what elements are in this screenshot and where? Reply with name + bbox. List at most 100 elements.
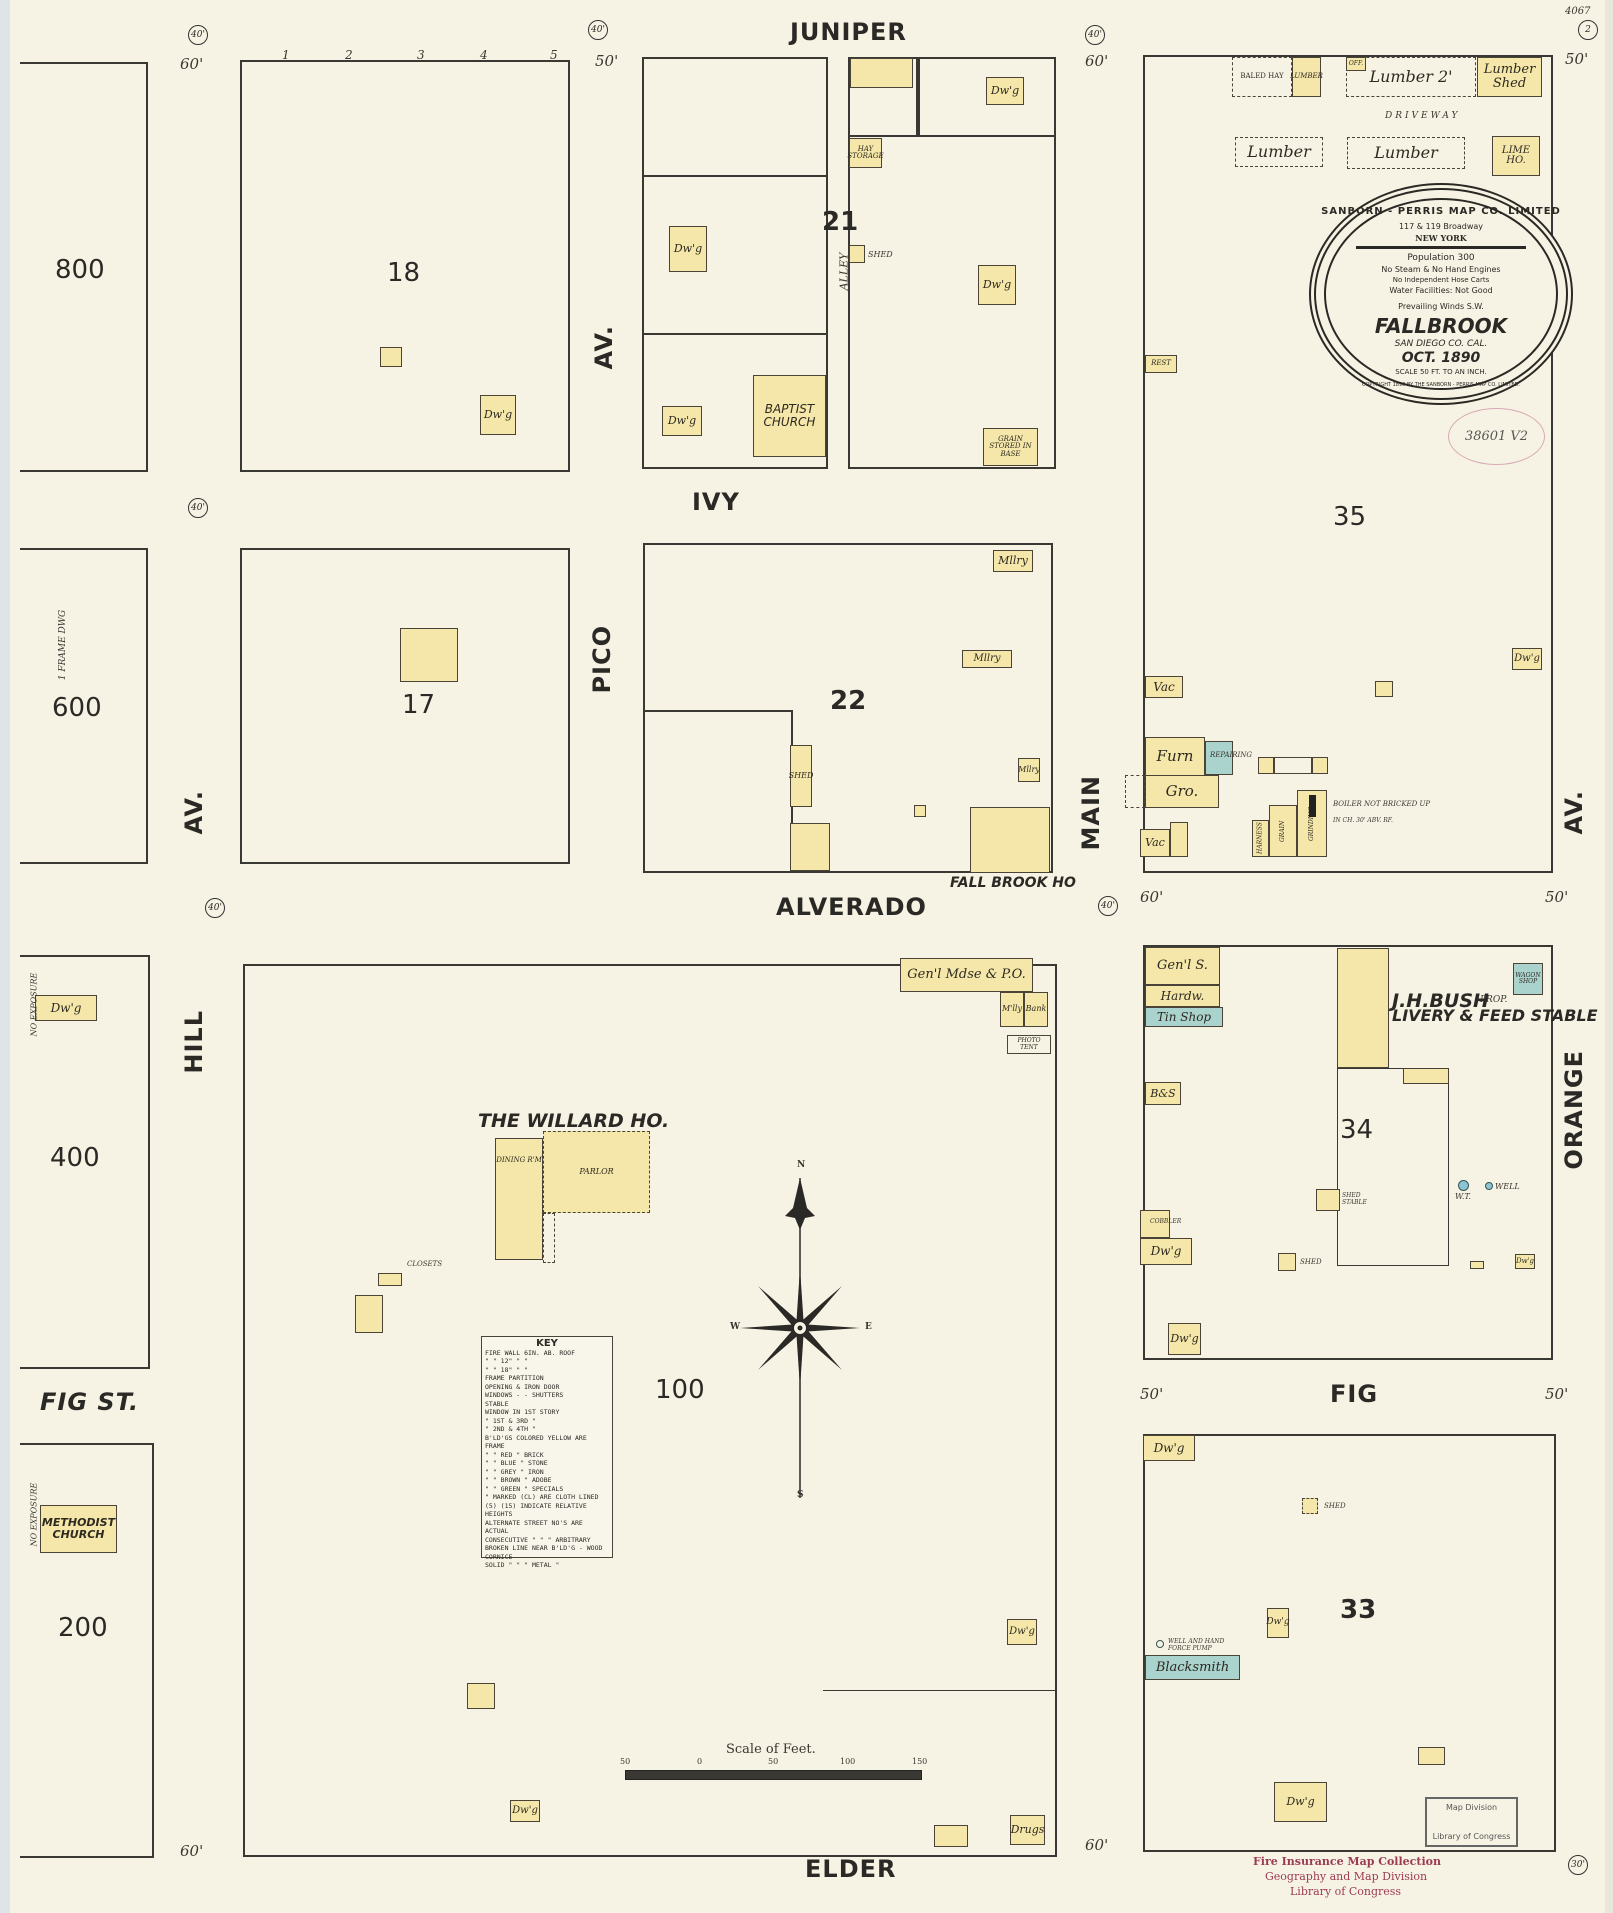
building-lumber-yard: Lumber (1235, 137, 1323, 167)
building-grain: GRAIN (1269, 805, 1297, 857)
copyright: COPYRIGHT 1890 BY THE SANBORN - PERRIS M… (1362, 382, 1520, 388)
block-number: 18 (387, 258, 421, 288)
loc-stamp-line1: Fire Insurance Map Collection (1253, 1855, 1441, 1868)
water-facilities: Water Facilities: Not Good (1389, 286, 1493, 295)
closets-label: CLOSETS (407, 1260, 443, 1268)
compass-east: E (865, 1322, 872, 1332)
publisher-city: NEW YORK (1415, 233, 1467, 243)
engines: No Steam & No Hand Engines (1381, 265, 1501, 274)
block-number: 200 (58, 1613, 108, 1643)
key-line: " 1ST & 3RD " (485, 1416, 536, 1425)
building-vacant: Vac (1140, 829, 1170, 857)
shed-label: SHED (1300, 1258, 1322, 1266)
building-tin-shop: Tin Shop (1145, 1007, 1223, 1027)
block-number: 400 (50, 1143, 100, 1173)
building-dwelling: Mllry (1018, 758, 1040, 782)
street-width: 50' (595, 52, 619, 70)
key-line: WINDOW IN 1ST STORY (485, 1408, 560, 1416)
stamp-bottom: Library of Congress (1432, 1832, 1511, 1841)
street-width: 50' (1565, 50, 1589, 68)
county: SAN DIEGO CO. CAL. (1394, 339, 1488, 349)
street-fig-st: FIG ST. (40, 1388, 140, 1416)
building-vacant: Vac (1145, 676, 1183, 698)
divider (1356, 246, 1526, 249)
building-bank: Bank (1024, 992, 1048, 1027)
building-barber-shop: B&S (1145, 1082, 1181, 1105)
key-line: ALTERNATE STREET NO'S ARE ACTUAL (485, 1518, 583, 1536)
key-line: B'LD'GS COLORED YELLOW ARE FRAME (485, 1433, 587, 1451)
building-harness: HARNESS (1252, 820, 1269, 857)
building-stable (850, 58, 913, 88)
prevailing-winds: Prevailing Winds S.W. (1398, 302, 1484, 311)
compass-south: S (797, 1490, 804, 1500)
street-fig: FIG (1330, 1380, 1379, 1408)
block-18 (240, 60, 570, 472)
building-shed (1403, 1068, 1449, 1084)
shed-label: SHED (868, 250, 893, 259)
lot-divider (848, 57, 918, 137)
street-elder: ELDER (805, 1855, 897, 1883)
block-33 (1143, 1434, 1556, 1852)
building-repairing (1205, 741, 1233, 775)
building-outbuilding (1375, 681, 1393, 697)
town-name: FALLBROOK (1374, 314, 1508, 338)
key-line: FRAME PARTITION (485, 1374, 544, 1382)
building-lumber-yard: Lumber (1347, 137, 1465, 169)
building-stable (1418, 1747, 1445, 1765)
key-line: BROKEN LINE NEAR B'LD'G - WOOD CORNICE (485, 1544, 603, 1561)
building-hay-storage: HAY STORAGE (847, 138, 884, 168)
building-dwelling: Dw'g (480, 395, 516, 435)
building-stable (355, 1295, 383, 1333)
building-willard-porch (543, 1213, 555, 1263)
map-key: KEY FIRE WALL 6IN. AB. ROOF " " 12" " " … (481, 1336, 613, 1569)
building-dwelling: Dw'g (1512, 648, 1542, 670)
building-shed (1312, 757, 1328, 774)
key-line: FIRE WALL 6IN. AB. ROOF (485, 1348, 576, 1357)
key-line: " " 18" " " (485, 1365, 529, 1374)
repairing-label: REPAIRING (1210, 751, 1253, 759)
building-dwelling: Dw'g (1140, 1238, 1192, 1265)
block-100 (243, 964, 1057, 1857)
lot-divider (642, 175, 828, 335)
well-icon (1485, 1182, 1493, 1190)
stamp-top: Map Division (1445, 1803, 1498, 1812)
block-number: 17 (402, 690, 436, 720)
building-outbuilding (380, 347, 402, 367)
street-width-circled: 40' (1085, 25, 1105, 45)
driveway-label: DRIVEWAY (1385, 111, 1461, 121)
building-grocery: Gro. (1145, 775, 1219, 808)
block-number: 100 (655, 1375, 705, 1405)
building-shed: SHED (789, 745, 813, 807)
livery-yard (1337, 1068, 1449, 1266)
building-shed (1278, 1253, 1296, 1271)
hose-carts: No Independent Hose Carts (1392, 276, 1490, 284)
street-pico: PICO (588, 625, 616, 694)
key-line: " 2ND & 4TH " (485, 1425, 536, 1433)
key-line: WINDOWS - - SHUTTERS (485, 1391, 564, 1399)
street-width: 60' (1085, 52, 1109, 70)
building-fall-brook-house (970, 807, 1050, 873)
building-shed (1258, 757, 1274, 774)
key-line: CONSECUTIVE " " " ARBITRARY (485, 1535, 591, 1544)
building-stable (790, 823, 830, 871)
street-width: 60' (180, 55, 204, 73)
lot-divider (823, 1690, 1057, 1692)
street-ivy: IVY (692, 488, 740, 516)
key-line: SOLID " " " METAL " (485, 1561, 560, 1569)
boiler-note: BOILER NOT BRICKED UP (1333, 800, 1431, 808)
street-width-circled: 30' (1568, 1855, 1588, 1875)
scale-tick: 50 (620, 1757, 631, 1766)
key-line: " " 12" " " (485, 1357, 529, 1365)
annotation: NO EXPOSURE (29, 1482, 39, 1547)
building-lumber: LUMBER (1290, 57, 1323, 97)
fall-brook-house-label: FALL BROOK HO (950, 875, 1076, 891)
building-stable (400, 628, 458, 682)
building-porch (1125, 775, 1145, 808)
compass-rose-icon (740, 1178, 860, 1498)
building-dwelling: Dw'g (1143, 1435, 1195, 1461)
block-34 (1143, 945, 1553, 1360)
building-dwelling: Dw'g (1274, 1782, 1327, 1822)
block-35 (1143, 55, 1553, 873)
building-baled-hay: BALED HAY (1232, 57, 1292, 97)
key-title: KEY (536, 1338, 558, 1349)
